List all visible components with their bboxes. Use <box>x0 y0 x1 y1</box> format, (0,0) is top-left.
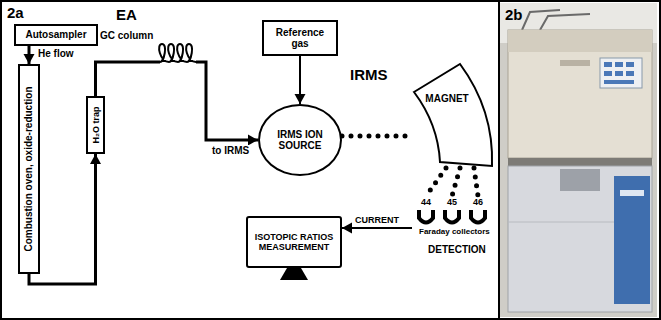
node-label: Reference gas <box>271 27 329 50</box>
monitor-stand <box>280 268 308 280</box>
mass-number: 45 <box>443 197 461 207</box>
monitor-screen: ISOTOPIC RATIOS MEASUREMENT <box>246 216 342 282</box>
arrow-head <box>248 135 258 146</box>
gc-column-coil <box>159 44 196 62</box>
photo-key <box>626 62 634 67</box>
photo-key <box>604 71 612 76</box>
photo-key <box>604 80 634 84</box>
dotted-line <box>426 168 446 196</box>
flow-arrow <box>96 62 259 146</box>
photo-brand-strip <box>560 60 590 66</box>
gas-box: Reference gas <box>262 20 338 56</box>
arrow-head <box>90 154 101 164</box>
panel-label: 2a <box>7 4 24 21</box>
flow-arrow <box>295 56 306 104</box>
photo-key <box>615 62 623 67</box>
monitor-outline <box>247 217 341 267</box>
magnet-sector: MAGNET <box>410 62 494 168</box>
node-label: H₂O trap <box>90 106 100 143</box>
photo-key <box>626 71 634 76</box>
faraday-cup <box>445 210 459 223</box>
photo-keypad-panel <box>600 58 642 88</box>
dotted-line <box>342 134 410 139</box>
faraday-collectors: 44 45 46Faraday collectors <box>412 196 496 240</box>
magnet-shape <box>410 62 494 168</box>
faraday-cup <box>471 210 485 223</box>
photo-panel-seam <box>508 222 614 223</box>
photo-ea-lid <box>508 30 652 52</box>
flow-label: He flow <box>37 48 75 60</box>
arrow-head <box>24 54 35 64</box>
photo-key <box>615 71 623 76</box>
section-title: IRMS <box>350 66 388 83</box>
stage-label: DETECTION <box>428 244 486 256</box>
photo-ground <box>500 3 657 317</box>
arrow-head <box>342 223 352 234</box>
node-label: Faraday collectors <box>419 227 490 236</box>
magnet-outline <box>414 64 492 166</box>
process-box: Autosampler <box>14 24 98 46</box>
connector-line <box>196 62 258 140</box>
node-label: Autosampler <box>25 29 86 41</box>
photo-key <box>604 62 612 67</box>
node-label: IRMS ION SOURCE <box>270 129 330 152</box>
node-label: MAGNET <box>418 93 476 105</box>
dotted-beam <box>342 136 410 137</box>
photo-irms-unit <box>508 166 652 312</box>
photo-ea-unit <box>508 30 652 158</box>
connector-line <box>96 62 161 96</box>
dotted-line <box>452 168 460 196</box>
photo-interface <box>560 169 600 191</box>
photo-panel-label <box>620 190 644 196</box>
flow-arrow <box>24 46 35 64</box>
component-label: GC column <box>100 30 153 42</box>
trap-box: H₂O trap <box>86 96 105 154</box>
arrow-head <box>295 94 306 104</box>
photo-blue-panel <box>614 176 650 304</box>
oven-column: Combustion oven, oxide-reduction <box>18 64 40 274</box>
dotted-beam <box>426 168 478 196</box>
photo-shelf <box>508 158 652 166</box>
flow-label: CURRENT <box>354 215 400 225</box>
dotted-line <box>474 168 478 196</box>
node-label: ISOTOPIC RATIOS MEASUREMENT <box>252 232 336 253</box>
photo-tubing <box>522 10 590 30</box>
mass-number: 46 <box>469 197 487 207</box>
section-title: EA <box>116 6 137 23</box>
mass-number: 44 <box>417 197 435 207</box>
ion-source-circle: IRMS ION SOURCE <box>258 104 342 176</box>
panel-label: 2b <box>505 6 523 23</box>
faraday-cup <box>419 210 433 223</box>
connector-line <box>342 227 412 229</box>
panel-divider <box>498 2 500 318</box>
node-label: Combustion oven, oxide-reduction <box>23 86 35 251</box>
flow-label: to IRMS <box>211 145 250 157</box>
